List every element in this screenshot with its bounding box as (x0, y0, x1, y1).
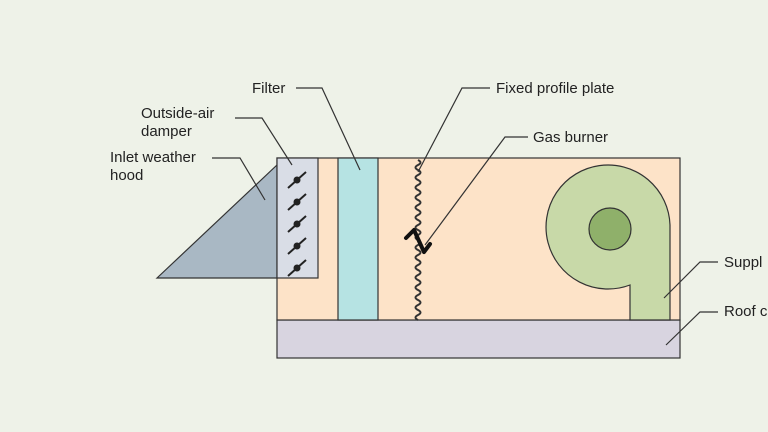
outside-air-damper-label-2: damper (141, 123, 192, 140)
supply-fan-label: Suppl (724, 254, 762, 271)
inlet-weather-hood (155, 163, 278, 279)
roof-curb (276, 319, 681, 359)
outside-air-damper-label-1: Outside-air (141, 105, 214, 122)
roof-curb-label: Roof c (724, 303, 768, 320)
inlet-weather-hood-label-2: hood (110, 167, 143, 184)
inlet-weather-hood-label-1: Inlet weather (110, 149, 196, 166)
gas-burner-label: Gas burner (533, 129, 608, 146)
leader-lines (212, 87, 718, 346)
filter (337, 157, 379, 321)
filter-label: Filter (252, 80, 285, 97)
fixed-profile-plate-label: Fixed profile plate (496, 80, 614, 97)
supply-fan-hub (588, 207, 632, 251)
damper-blades (287, 171, 307, 277)
gas-burner (404, 228, 432, 254)
outside-air-damper (276, 157, 319, 279)
